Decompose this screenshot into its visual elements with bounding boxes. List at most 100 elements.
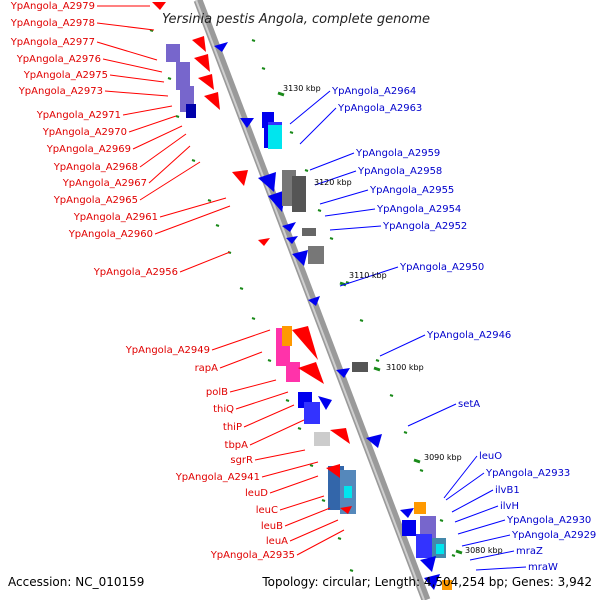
scale-label: 3090 kbp (424, 453, 462, 462)
feature-arrow (326, 464, 340, 478)
gene-label-YpAngola_A2963: YpAngola_A2963 (337, 103, 422, 114)
feature-arrow (424, 574, 440, 590)
gene-label-YpAngola_A2968: YpAngola_A2968 (53, 162, 138, 173)
leader-line (314, 170, 357, 186)
leader-line (269, 475, 319, 494)
scale-ticks (277, 91, 463, 555)
genome-summary: Topology: circular; Length: 4,504,254 bp… (261, 575, 592, 589)
feature-box (302, 228, 316, 236)
feature-arrow (204, 92, 220, 110)
feature-box (176, 62, 190, 90)
leader-line (96, 41, 158, 61)
gene-label-YpAngola_A2958: YpAngola_A2958 (357, 166, 442, 177)
leader-line (211, 329, 271, 351)
feature-arrow (268, 190, 286, 212)
gene-label-YpAngola_A2967: YpAngola_A2967 (62, 178, 147, 189)
leader-line (457, 519, 506, 535)
feature-arrow (198, 74, 214, 90)
scale-label: 3130 kbp (283, 84, 321, 93)
gene-label-YpAngola_A2971: YpAngola_A2971 (36, 110, 121, 121)
gene-label-YpAngola_A2946: YpAngola_A2946 (426, 330, 511, 341)
map-title: Yersinia pestis Angola, complete genome (162, 12, 430, 27)
forward-strand-features (152, 2, 352, 514)
leader-line (96, 22, 155, 31)
gene-label-YpAngola_A2952: YpAngola_A2952 (382, 221, 467, 232)
leader-line (109, 74, 165, 83)
feature-arrow (240, 118, 254, 128)
feature-box (286, 362, 300, 382)
feature-box (436, 544, 444, 554)
scale-label: 3110 kbp (349, 271, 387, 280)
scale-label: 3120 kbp (314, 178, 352, 187)
leader-line (229, 379, 277, 393)
feature-box (402, 520, 416, 536)
feature-box (292, 176, 306, 212)
gene-label-YpAngola_A2964: YpAngola_A2964 (331, 86, 416, 97)
gene-label-setA: setA (458, 399, 480, 410)
leader-line (296, 529, 345, 556)
feature-box (352, 362, 368, 372)
leader-line (139, 161, 201, 201)
gene-label-YpAngola_A2941: YpAngola_A2941 (175, 472, 260, 483)
feature-box (304, 402, 320, 424)
tick-marks (149, 29, 456, 572)
gene-label-YpAngola_A2933: YpAngola_A2933 (485, 468, 570, 479)
leader-line (128, 115, 177, 133)
gene-label-rapA: rapA (195, 363, 219, 374)
gene-label-YpAngola_A2955: YpAngola_A2955 (369, 185, 454, 196)
feature-box (308, 246, 324, 264)
leader-line (309, 152, 355, 171)
left-leader-lines (96, 5, 345, 556)
gene-label-polB: polB (206, 387, 228, 398)
accession-label: Accession: NC_010159 (8, 575, 144, 589)
gene-label-mraW: mraW (528, 562, 558, 573)
leader-line (279, 495, 325, 511)
gene-label-YpAngola_A2950: YpAngola_A2950 (399, 262, 484, 273)
leader-line (379, 334, 426, 357)
left-gene-labels: YpAngola_A2979YpAngola_A2978YpAngola_A29… (10, 1, 295, 561)
feature-arrow (340, 506, 352, 514)
feature-arrow (282, 222, 296, 232)
feature-box (414, 502, 426, 514)
scale-label: 3100 kbp (386, 363, 424, 372)
feature-arrow (214, 42, 228, 52)
gene-label-YpAngola_A2956: YpAngola_A2956 (93, 267, 178, 278)
leader-line (324, 208, 376, 217)
right-gene-labels: YpAngola_A2964YpAngola_A2963YpAngola_A29… (331, 86, 596, 573)
gene-label-YpAngola_A2975: YpAngola_A2975 (23, 70, 108, 81)
leader-line (159, 197, 227, 218)
feature-arrow (192, 36, 206, 52)
gene-label-mraZ: mraZ (516, 546, 543, 557)
leader-line (102, 58, 163, 73)
feature-box (186, 104, 196, 118)
gene-label-YpAngola_A2978: YpAngola_A2978 (10, 18, 95, 29)
feature-arrow (258, 172, 276, 192)
feature-arrow (318, 396, 332, 410)
feature-box (420, 516, 436, 538)
right-leader-lines (289, 90, 527, 571)
gene-label-thiP: thiP (223, 422, 242, 433)
feature-box (344, 486, 352, 498)
gene-label-YpAngola_A2973: YpAngola_A2973 (18, 86, 103, 97)
gene-label-YpAngola_A2930: YpAngola_A2930 (506, 515, 591, 526)
gene-label-YpAngola_A2960: YpAngola_A2960 (68, 229, 153, 240)
gene-label-YpAngola_A2961: YpAngola_A2961 (73, 212, 158, 223)
feature-arrow (336, 368, 350, 378)
feature-arrow (232, 170, 248, 186)
gene-label-leuB: leuB (261, 521, 283, 532)
feature-arrow (330, 428, 350, 444)
gene-label-YpAngola_A2976: YpAngola_A2976 (16, 54, 101, 65)
gene-label-leuO: leuO (479, 451, 502, 462)
feature-box (166, 44, 180, 62)
gene-label-YpAngola_A2970: YpAngola_A2970 (42, 127, 127, 138)
gene-label-ilvB1: ilvB1 (495, 485, 520, 496)
feature-arrow (292, 326, 318, 360)
feature-box (282, 326, 292, 346)
reverse-strand-features (214, 42, 452, 590)
leader-line (339, 266, 399, 287)
leader-line (407, 403, 457, 427)
leader-line (289, 519, 339, 542)
gene-label-tbpA: tbpA (225, 440, 249, 451)
leader-line (179, 251, 231, 273)
feature-box (268, 125, 282, 149)
